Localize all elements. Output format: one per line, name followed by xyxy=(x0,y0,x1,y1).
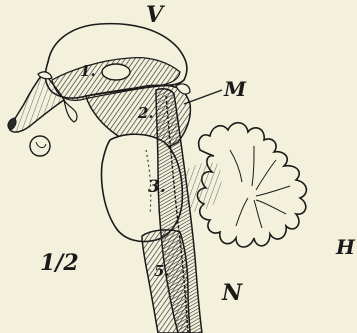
label-scale: 1/2 xyxy=(40,250,79,276)
knob-left xyxy=(30,136,50,156)
part-5-label: 5. xyxy=(154,262,170,280)
label-m: M xyxy=(223,77,247,101)
part-1-oval-opening xyxy=(102,64,130,80)
label-h: H xyxy=(335,235,356,259)
part-5-shape xyxy=(142,230,190,333)
part-2-label: 2. xyxy=(137,104,154,122)
part-3-label: 3. xyxy=(148,177,166,197)
label-n: N xyxy=(221,280,243,306)
part-1-label: 1. xyxy=(80,62,96,80)
label-v: V xyxy=(146,2,165,28)
knob-right xyxy=(64,100,77,122)
